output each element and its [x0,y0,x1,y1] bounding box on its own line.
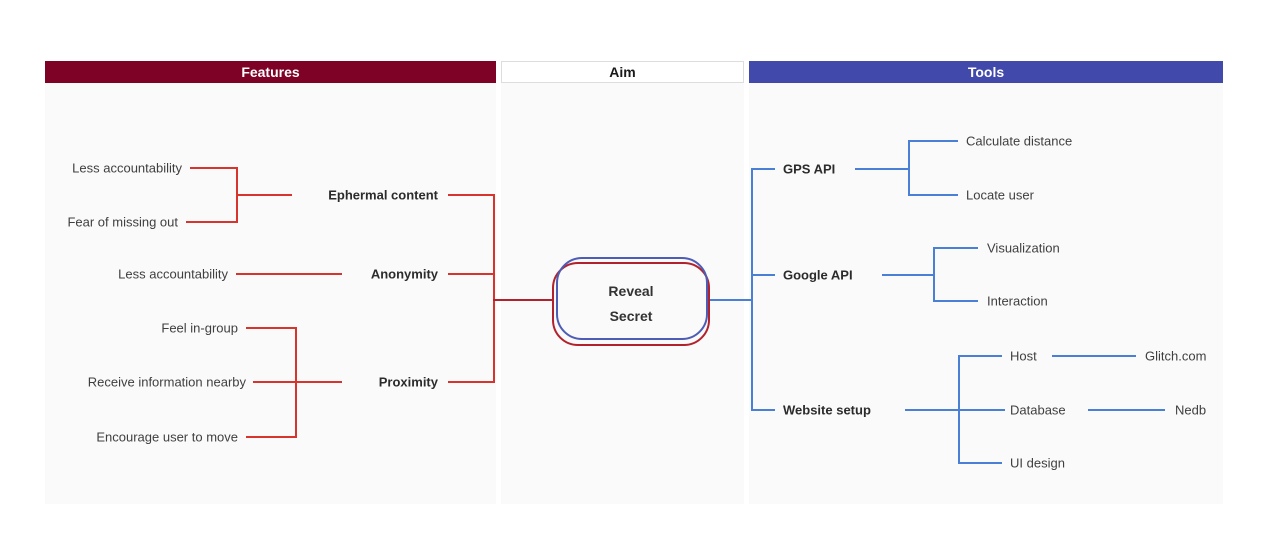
connector-website-setup-stub [751,409,775,411]
connector-receive-information [253,381,342,383]
node-gps-api[interactable]: GPS API [783,161,836,177]
connector-trunk-proximity [295,327,297,438]
connector-encourage-user [246,436,296,438]
node-nedb[interactable]: Nedb [1175,402,1207,418]
node-visualization[interactable]: Visualization [987,240,1060,256]
node-host[interactable]: Host [1010,348,1037,364]
connector-calculate-distance [908,140,958,142]
connector-ui-design [958,462,1002,464]
connector-visualization [933,247,978,249]
connector-proximity-to-trunk [448,381,495,383]
connector-google-api-to-trunk [882,274,934,276]
connector-anonymity-to-trunk [448,273,495,275]
node-interaction[interactable]: Interaction [987,293,1048,309]
connector-features-to-center [493,299,554,301]
node-ephermal-content[interactable]: Ephermal content [328,187,438,203]
connector-database-to-nedb [1088,409,1165,411]
node-google-api[interactable]: Google API [783,267,853,283]
connector-trunk-gps [908,140,910,196]
connector-locate-user [908,194,958,196]
aim-panel [501,83,744,504]
node-glitch-com[interactable]: Glitch.com [1145,348,1207,364]
features-column-header: Features [45,61,496,83]
features-panel [45,83,496,504]
connector-trunk-website [958,355,960,464]
connector-features-main-trunk [493,194,495,383]
connector-host [958,355,1002,357]
node-encourage-user-to-move[interactable]: Encourage user to move [96,429,238,445]
connector-website-setup-to-database [905,409,1005,411]
connector-fear-of-missing-out [186,221,238,223]
node-receive-information-nearby[interactable]: Receive information nearby [87,374,246,390]
node-calculate-distance[interactable]: Calculate distance [966,133,1073,149]
connector-tools-main-trunk [751,168,753,411]
node-proximity[interactable]: Proximity [378,374,438,390]
node-website-setup[interactable]: Website setup [783,402,871,418]
tools-panel [749,83,1223,504]
connector-interaction [933,300,978,302]
connector-ephermal-to-trunk [448,194,495,196]
connector-less-accountability-1 [190,167,238,169]
node-fear-of-missing-out[interactable]: Fear of missing out [67,214,178,230]
node-anonymity[interactable]: Anonymity [370,266,438,282]
node-database[interactable]: Database [1010,402,1066,418]
tools-column-header: Tools [749,61,1223,83]
node-less-accountability-2[interactable]: Less accountability [118,266,228,282]
connector-gps-api-stub [751,168,775,170]
connector-gps-api-to-trunk [855,168,909,170]
node-reveal-secret[interactable]: Reveal Secret [552,262,710,346]
connector-feel-in-group [246,327,296,329]
connector-less-accountability-2 [236,273,342,275]
node-less-accountability-1[interactable]: Less accountability [72,160,182,176]
center-node-line2: Secret [609,308,653,324]
center-node-red-outline [552,262,710,346]
node-ui-design[interactable]: UI design [1010,455,1065,471]
connector-trunk-google [933,247,935,302]
center-node-blue-outline [556,257,708,340]
connector-host-to-glitch [1052,355,1136,357]
center-node-line1: Reveal [608,283,654,299]
node-locate-user[interactable]: Locate user [966,187,1034,203]
connector-center-to-tools [708,299,753,301]
aim-column-header: Aim [501,61,744,83]
connector-google-api-stub [751,274,775,276]
node-feel-in-group[interactable]: Feel in-group [161,320,238,336]
connector-ephermal-stub [237,194,292,196]
